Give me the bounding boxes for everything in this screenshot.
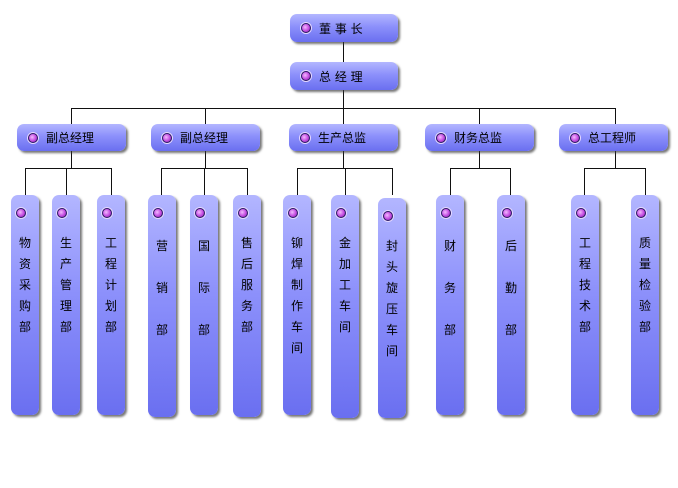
node-label: 总 经 理 — [319, 69, 363, 84]
node-production-director: 生产总监 — [289, 124, 398, 151]
bullet-icon — [102, 208, 112, 218]
dept-node: 工程计划部 — [97, 195, 125, 415]
connector-line — [111, 168, 112, 195]
bullet-icon — [16, 208, 26, 218]
node-finance-director: 财务总监 — [425, 124, 534, 151]
bullet-icon — [153, 208, 163, 218]
bullet-icon — [301, 71, 311, 81]
dept-label: 工程计划部 — [104, 236, 117, 334]
bullet-icon — [57, 208, 67, 218]
connector-line — [161, 168, 162, 195]
bullet-icon — [383, 211, 393, 221]
node-deputy-gm-1: 副总经理 — [17, 124, 126, 151]
node-label: 副总经理 — [46, 131, 95, 145]
dept-node: 生产管理部 — [52, 195, 80, 415]
connector-line — [297, 168, 298, 195]
connector-line — [510, 168, 511, 195]
dept-node: 后勤部 — [497, 195, 525, 415]
dept-label: 国际部 — [197, 239, 210, 337]
connector-line — [343, 108, 344, 124]
node-label: 总工程师 — [588, 131, 637, 145]
dept-label: 物资采购部 — [18, 236, 31, 334]
dept-node: 国际部 — [190, 195, 218, 415]
connector-line — [205, 150, 206, 168]
node-label: 董 事 长 — [319, 21, 363, 36]
connector-line — [25, 168, 112, 169]
dept-node: 财务部 — [436, 195, 464, 415]
connector-line — [584, 168, 646, 169]
bullet-icon — [28, 132, 38, 143]
dept-label: 营销部 — [155, 239, 168, 337]
connector-line — [584, 168, 585, 195]
dept-label: 生产管理部 — [59, 236, 72, 334]
dept-label: 工程技术部 — [578, 236, 591, 334]
dept-label: 后勤部 — [504, 239, 517, 337]
connector-line — [343, 42, 344, 62]
connector-line — [345, 168, 346, 195]
connector-line — [479, 150, 480, 168]
dept-node: 铆焊制作车间 — [283, 195, 311, 415]
dept-node: 售后服务部 — [233, 195, 261, 417]
connector-line — [71, 108, 72, 124]
dept-node: 质量检验部 — [631, 195, 659, 415]
dept-label: 财务部 — [443, 239, 456, 337]
bullet-icon — [336, 208, 346, 218]
connector-line — [71, 150, 72, 168]
node-general-manager: 总 经 理 — [290, 62, 398, 90]
bullet-icon — [300, 132, 310, 143]
node-chief-engineer: 总工程师 — [559, 124, 668, 151]
node-label: 生产总监 — [318, 131, 367, 145]
connector-line — [450, 168, 451, 195]
connector-line — [450, 168, 511, 169]
connector-line — [615, 150, 616, 168]
dept-node: 物资采购部 — [11, 195, 39, 415]
bullet-icon — [195, 208, 205, 218]
connector-line — [343, 89, 344, 109]
dept-node: 金加工车间 — [331, 195, 359, 418]
node-label: 副总经理 — [180, 131, 229, 145]
dept-node: 封头旋压车间 — [378, 198, 406, 418]
dept-label: 质量检验部 — [638, 236, 651, 334]
connector-line — [479, 108, 480, 124]
connector-line — [615, 108, 616, 124]
connector-line — [204, 168, 205, 195]
node-deputy-gm-2: 副总经理 — [151, 124, 260, 151]
bullet-icon — [162, 132, 172, 143]
dept-node: 营销部 — [148, 195, 176, 417]
bullet-icon — [441, 208, 451, 218]
dept-label: 售后服务部 — [240, 236, 253, 334]
dept-node: 工程技术部 — [571, 195, 599, 415]
bullet-icon — [636, 208, 646, 218]
bullet-icon — [502, 208, 512, 218]
bullet-icon — [238, 208, 248, 218]
connector-line — [392, 168, 393, 195]
connector-line — [66, 168, 67, 195]
bullet-icon — [576, 208, 586, 218]
node-label: 财务总监 — [454, 131, 503, 145]
bullet-icon — [288, 208, 298, 218]
connector-line — [645, 168, 646, 195]
dept-label: 金加工车间 — [338, 236, 351, 334]
bullet-icon — [570, 132, 580, 143]
bullet-icon — [436, 132, 446, 143]
connector-line — [247, 168, 248, 195]
connector-line — [205, 108, 206, 124]
dept-label: 封头旋压车间 — [385, 239, 398, 358]
node-chairman: 董 事 长 — [290, 14, 398, 42]
bullet-icon — [301, 23, 311, 33]
connector-line — [343, 150, 344, 168]
connector-line — [25, 168, 26, 195]
dept-label: 铆焊制作车间 — [290, 236, 303, 355]
